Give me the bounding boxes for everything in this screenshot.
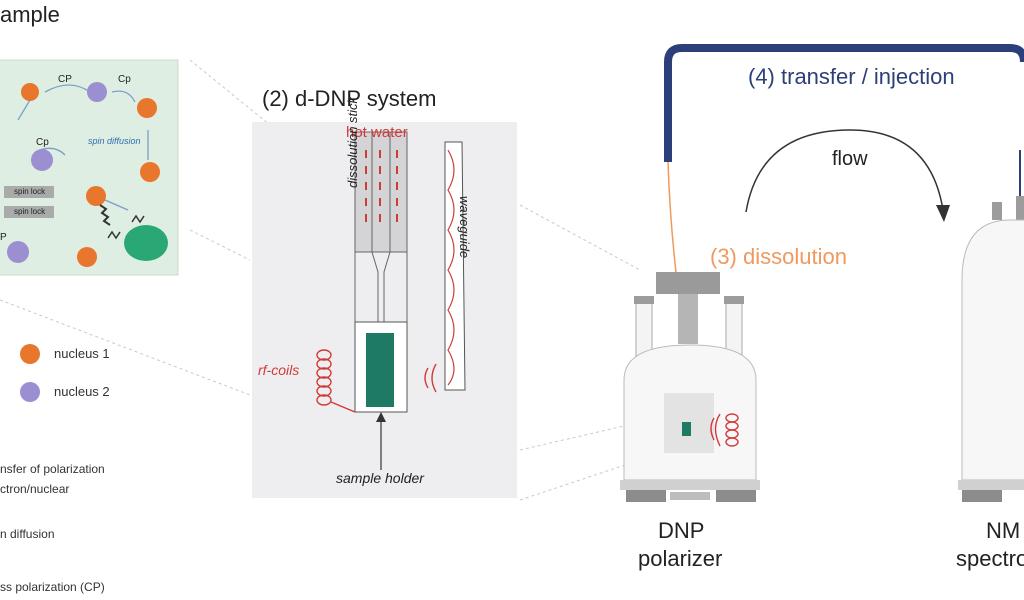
- cp-label-4: P: [0, 232, 7, 243]
- cp-label-2: Cp: [118, 74, 131, 85]
- flow-arrow-icon: [745, 129, 944, 213]
- legend-nucleus2: nucleus 2: [54, 384, 110, 399]
- dissolution-label: (3) dissolution: [710, 244, 847, 269]
- sample-panel: [0, 59, 179, 276]
- nmr-spectrometer-device: [958, 196, 1024, 502]
- sample-holder-block: [366, 333, 394, 407]
- flow-label: flow: [832, 148, 868, 170]
- legend-transfer-1: nsfer of polarization: [0, 462, 105, 476]
- legend-nucleus2-icon: [20, 382, 40, 402]
- zoom-lines: [0, 59, 651, 501]
- nucleus-orange-icon: [77, 247, 97, 267]
- nucleus-orange-icon: [137, 98, 157, 118]
- nucleus-orange-icon: [140, 162, 160, 182]
- dissolution-stick-label: dissolution stick: [345, 96, 360, 188]
- spin-lock-label-1: spin lock: [14, 187, 46, 196]
- transfer-label: (4) transfer / injection: [748, 64, 955, 89]
- nucleus-purple-icon: [87, 82, 107, 102]
- nmr-label-1: NM: [986, 518, 1021, 543]
- spin-diffusion-label: spin diffusion: [88, 136, 141, 146]
- transfer-line: [664, 44, 1024, 162]
- legend-cp: ss polarization (CP): [0, 580, 105, 594]
- dnp-label-2: polarizer: [638, 546, 723, 571]
- spin-lock-label-2: spin lock: [14, 207, 46, 216]
- nmr-label-2: spectro: [956, 546, 1024, 571]
- legend-transfer-2: ctron/nuclear: [0, 482, 70, 496]
- ddnp-system-panel: [252, 122, 517, 498]
- sample-title: ample: [0, 2, 60, 27]
- nucleus-orange-icon: [21, 83, 39, 101]
- rf-coils-label: rf-coils: [258, 362, 300, 378]
- hot-water-label: hot water: [346, 124, 408, 141]
- ddnp-title: (2) d-DNP system: [262, 86, 437, 111]
- rf-coil-icon: [316, 349, 356, 413]
- dissolution-line: [667, 161, 677, 273]
- nucleus-purple-icon: [7, 241, 29, 263]
- spin-lock-bar: [4, 186, 54, 198]
- nucleus-orange-icon: [86, 186, 106, 206]
- spin-lock-bar: [4, 206, 54, 218]
- legend-diffusion: n diffusion: [0, 527, 55, 541]
- waveguide-label: waveguide: [457, 196, 472, 259]
- legend-nucleus1: nucleus 1: [54, 346, 110, 361]
- dnp-polarizer-device: [620, 272, 760, 502]
- legend-nucleus1-icon: [20, 344, 40, 364]
- sample-holder-label: sample holder: [336, 470, 424, 486]
- cp-label-3: Cp: [36, 137, 49, 148]
- nucleus-purple-icon: [31, 149, 53, 171]
- electron-icon: [124, 225, 168, 261]
- cp-label-1: CP: [58, 74, 72, 85]
- dnp-label-1: DNP: [658, 518, 705, 543]
